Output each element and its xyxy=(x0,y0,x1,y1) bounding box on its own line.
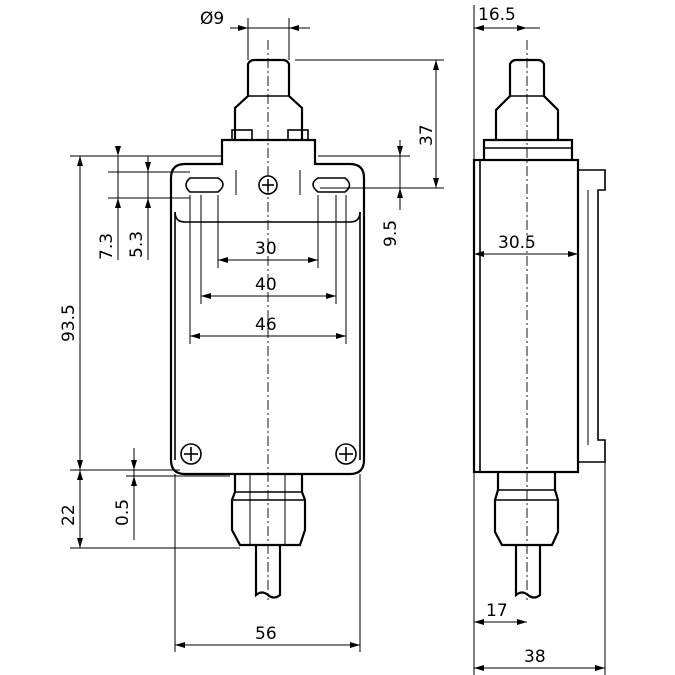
dim-37-arrow-b xyxy=(433,178,439,188)
dim-73-arrow-t xyxy=(115,146,121,156)
front-slot-left xyxy=(185,177,224,193)
dim-53-arrow-b xyxy=(145,198,151,208)
label-17: 17 xyxy=(486,601,508,621)
dim-05-arrow-t xyxy=(131,460,137,470)
front-bottom-screw-right xyxy=(335,443,357,465)
label-37: 37 xyxy=(417,124,437,146)
front-bottom-screw-left xyxy=(180,443,202,465)
front-plunger-head xyxy=(233,58,304,140)
label-40: 40 xyxy=(255,275,277,295)
dim-22-arrow-b xyxy=(77,538,83,548)
dim-40-arrow-l xyxy=(201,293,211,299)
dim-17-arrow-r xyxy=(517,619,527,625)
dim-30-arrow-l xyxy=(218,257,228,263)
label-d9: Ø9 xyxy=(200,9,224,29)
front-cover-line xyxy=(174,211,361,223)
side-top-housing xyxy=(482,138,574,160)
label-5-3: 5.3 xyxy=(127,231,147,258)
label-38: 38 xyxy=(524,647,546,667)
dim-46-arrow-l xyxy=(190,333,200,339)
front-gland xyxy=(230,474,307,547)
dim-17-arrow-l xyxy=(474,619,484,625)
dim-30-arrow-r xyxy=(308,257,318,263)
side-view xyxy=(472,40,606,600)
dim-40-arrow-r xyxy=(326,293,336,299)
dimension-labels: Ø9 16.5 37 7.3 5.3 9.5 30 40 46 93.5 30.… xyxy=(59,5,546,667)
front-plunger-foot-left xyxy=(231,129,253,141)
dim-22-arrow-t xyxy=(77,470,83,480)
side-cable xyxy=(514,545,542,599)
label-56: 56 xyxy=(255,624,277,644)
front-view xyxy=(169,40,366,600)
front-plunger-foot-right xyxy=(287,129,309,141)
front-slot-right xyxy=(312,177,351,193)
dim-05-arrow-b xyxy=(131,476,137,486)
dim-46-arrow-r xyxy=(336,333,346,339)
dim-38-arrow-r xyxy=(595,665,605,671)
label-0-5: 0.5 xyxy=(113,499,133,526)
dim-305-arrow-r xyxy=(568,251,578,257)
label-7-3: 7.3 xyxy=(97,233,117,260)
dim-73-arrow-b xyxy=(115,198,121,208)
dim-935-arrow-t xyxy=(77,156,83,166)
side-lid xyxy=(578,169,606,463)
label-30-5: 30.5 xyxy=(498,233,536,253)
dim-d9-arrow-l xyxy=(238,25,248,31)
front-body-outline xyxy=(169,138,366,476)
label-30: 30 xyxy=(255,239,277,259)
dim-53-arrow-t xyxy=(145,162,151,172)
dim-165-arrow-l xyxy=(474,25,484,31)
label-9-5: 9.5 xyxy=(381,220,401,247)
dim-305-arrow-l xyxy=(474,251,484,257)
dim-56-arrow-l xyxy=(175,642,185,648)
dim-935-arrow-b xyxy=(77,460,83,470)
dim-165-arrow-r xyxy=(517,25,527,31)
dim-37-arrow-t xyxy=(433,60,439,70)
dim-38-arrow-l xyxy=(474,665,484,671)
dim-95-arrow-t xyxy=(397,146,403,156)
dim-d9-arrow-r xyxy=(289,25,299,31)
label-22: 22 xyxy=(59,504,79,526)
label-46: 46 xyxy=(255,315,277,335)
label-16-5: 16.5 xyxy=(478,5,516,25)
dim-95-arrow-b xyxy=(397,188,403,198)
label-93-5: 93.5 xyxy=(59,304,79,342)
side-body xyxy=(472,158,580,474)
dim-56-arrow-r xyxy=(350,642,360,648)
dimension-lines xyxy=(70,5,606,675)
side-gland xyxy=(493,472,560,547)
